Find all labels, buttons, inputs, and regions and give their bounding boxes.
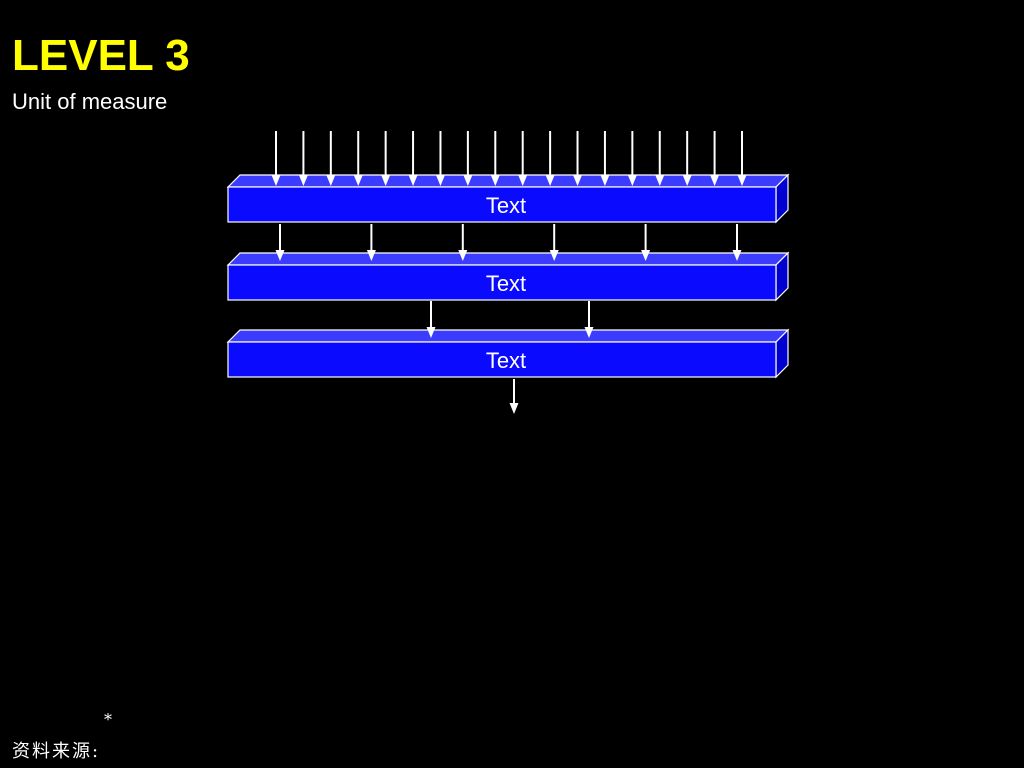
box-level-3: Text — [226, 328, 790, 379]
slide-subtitle: Unit of measure — [12, 89, 168, 114]
box-level-1-top — [226, 174, 790, 188]
arrow-into-level-1 — [573, 131, 583, 186]
arrow-into-level-1 — [435, 131, 445, 186]
arrow-into-level-2 — [458, 224, 468, 261]
footnote-marker: * — [104, 710, 112, 729]
arrow-into-level-1 — [381, 131, 391, 186]
arrow-into-level-1 — [408, 131, 418, 186]
box-level-3-label: Text — [486, 348, 526, 373]
arrow-into-level-1 — [353, 131, 363, 186]
box-level-2-label: Text — [486, 271, 526, 296]
source-label: 资料来源: — [12, 741, 101, 762]
box-level-2-face — [227, 264, 777, 301]
arrow-into-level-1 — [490, 131, 500, 186]
arrow-into-level-2 — [549, 224, 559, 261]
arrow-into-level-3 — [584, 301, 594, 338]
arrow-into-level-2 — [275, 224, 285, 261]
arrow-into-level-1 — [627, 131, 637, 186]
box-level-2-top — [226, 252, 790, 266]
box-level-3-top — [226, 329, 790, 343]
arrow-into-level-1 — [298, 131, 308, 186]
arrow-into-level-1 — [518, 131, 528, 186]
box-level-2: Text — [226, 251, 790, 302]
arrow-into-level-1 — [655, 131, 665, 186]
box-level-1: Text — [226, 173, 790, 224]
arrow-into-level-2 — [366, 224, 376, 261]
arrow-into-level-1 — [682, 131, 692, 186]
slide-title: LEVEL 3 — [12, 31, 190, 80]
arrow-into-level-1 — [600, 131, 610, 186]
arrow-into-level-3 — [426, 301, 436, 338]
arrow-into-level-2 — [732, 224, 742, 261]
arrow-into-level-1 — [463, 131, 473, 186]
arrow-output — [509, 379, 519, 414]
arrow-group — [271, 131, 747, 414]
arrow-into-level-1 — [710, 131, 720, 186]
arrow-into-level-1 — [271, 131, 281, 186]
box-level-3-face — [227, 341, 777, 378]
box-level-1-face — [227, 186, 777, 223]
box-level-1-label: Text — [486, 193, 526, 218]
arrow-into-level-2 — [641, 224, 651, 261]
arrow-into-level-1 — [326, 131, 336, 186]
arrow-into-level-1 — [737, 131, 747, 186]
arrow-into-level-1 — [545, 131, 555, 186]
